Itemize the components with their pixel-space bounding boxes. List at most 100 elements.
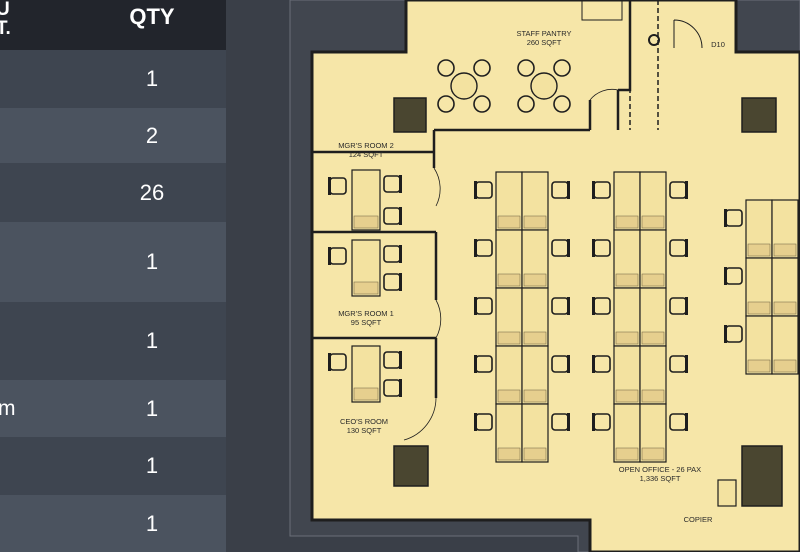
desk-storage	[615, 331, 639, 345]
chair-back	[399, 207, 402, 225]
chair-seat	[551, 355, 569, 373]
chair-back	[685, 355, 688, 373]
pantry-table	[450, 72, 478, 100]
room-name-label: OPEN OFFICE - 26 PAX	[619, 465, 701, 474]
copier-label: COPIER	[684, 515, 713, 524]
header-left-line-1: U	[0, 0, 10, 20]
chair-icon	[328, 247, 347, 265]
chair-icon	[669, 239, 688, 257]
chair-seat	[329, 353, 347, 371]
chair-seat	[669, 181, 687, 199]
chair-icon	[592, 239, 611, 257]
shaft-block-1	[393, 97, 427, 133]
pantry-chair-icon	[553, 59, 571, 77]
chair-back	[399, 351, 402, 369]
table-row: 1	[0, 437, 226, 495]
chair-icon	[551, 413, 570, 431]
chair-back	[399, 175, 402, 193]
chair-seat	[669, 239, 687, 257]
desk-storage	[497, 331, 521, 345]
pantry-chair-icon	[517, 95, 535, 113]
chair-back	[592, 297, 595, 315]
chair-icon	[592, 181, 611, 199]
desk-storage	[497, 389, 521, 403]
desk-storage	[641, 215, 665, 229]
chair-seat	[593, 297, 611, 315]
chair-back	[474, 181, 477, 199]
chair-seat	[383, 207, 401, 225]
pantry-wall	[434, 0, 632, 132]
chair-back	[328, 247, 331, 265]
chair-seat	[383, 245, 401, 263]
chair-icon	[328, 353, 347, 371]
desk-storage	[641, 389, 665, 403]
chair-seat	[669, 355, 687, 373]
chair-icon	[383, 351, 402, 369]
chair-seat	[475, 239, 493, 257]
chair-back	[685, 181, 688, 199]
copier-icon	[717, 479, 737, 507]
chair-icon	[383, 245, 402, 263]
chair-seat	[383, 379, 401, 397]
room-area-label: 260 SQFT	[527, 38, 562, 47]
chair-back	[474, 355, 477, 373]
chair-seat	[725, 209, 743, 227]
desk-storage	[497, 447, 521, 461]
row-qty: 1	[145, 328, 159, 353]
chair-icon	[551, 355, 570, 373]
chair-seat	[669, 413, 687, 431]
chair-seat	[383, 175, 401, 193]
header-qty: QTY	[129, 4, 175, 29]
desk-storage	[523, 273, 547, 287]
chair-seat	[593, 181, 611, 199]
desk-storage	[615, 273, 639, 287]
desk-storage	[353, 281, 379, 295]
chair-icon	[724, 325, 743, 343]
chair-icon	[383, 207, 402, 225]
chair-seat	[551, 181, 569, 199]
room-name-label: MGR'S ROOM 1	[338, 309, 394, 318]
chair-icon	[669, 355, 688, 373]
shaft-block-3	[393, 445, 429, 487]
chair-seat	[475, 181, 493, 199]
chair-back	[592, 413, 595, 431]
desk-storage	[773, 301, 797, 315]
room-area-label: 130 SQFT	[347, 426, 382, 435]
row-item-fragment: m	[0, 396, 16, 420]
chair-back	[567, 355, 570, 373]
desk-storage	[641, 331, 665, 345]
chair-icon	[328, 177, 347, 195]
desk-storage	[615, 447, 639, 461]
desk-storage	[773, 359, 797, 373]
chair-back	[685, 297, 688, 315]
desk-storage	[497, 215, 521, 229]
chair-back	[592, 355, 595, 373]
chair-seat	[725, 325, 743, 343]
chair-icon	[474, 355, 493, 373]
chair-back	[399, 273, 402, 291]
desk-storage	[523, 389, 547, 403]
chair-back	[724, 209, 727, 227]
desk-storage	[523, 447, 547, 461]
chair-seat	[725, 267, 743, 285]
pantry-chair-icon	[473, 59, 491, 77]
desk-storage	[747, 301, 771, 315]
chair-back	[567, 239, 570, 257]
table-row: 2	[0, 108, 226, 163]
chair-icon	[383, 273, 402, 291]
room-area-label: 95 SQFT	[351, 318, 382, 327]
desk-storage	[523, 331, 547, 345]
row-qty: 1	[145, 395, 159, 421]
desk-storage	[353, 387, 379, 401]
pantry-chair-icon	[473, 95, 491, 113]
pantry-table	[530, 72, 558, 100]
chair-back	[399, 245, 402, 263]
chair-seat	[329, 177, 347, 195]
chair-icon	[669, 413, 688, 431]
chair-back	[592, 239, 595, 257]
shaft-block-4	[741, 445, 783, 507]
